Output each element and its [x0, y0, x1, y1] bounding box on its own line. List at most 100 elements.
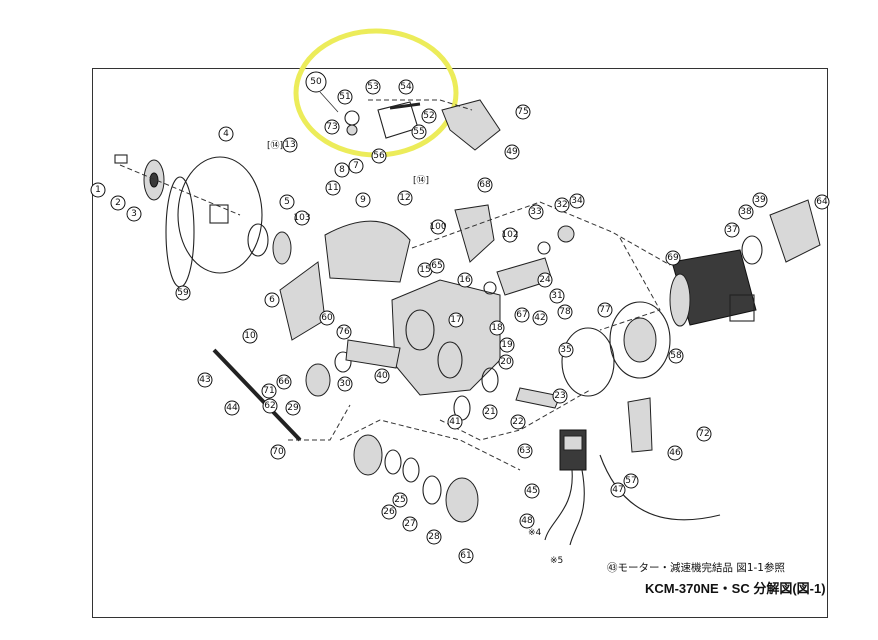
callout-25-label: 25	[394, 495, 405, 505]
gear-24	[353, 434, 383, 476]
callout-21-ring	[482, 404, 498, 420]
callout-31-label: 31	[551, 291, 562, 301]
callout-35-label: 35	[560, 345, 571, 355]
sub-note-2: ※5	[550, 556, 563, 566]
callout-20-ring	[498, 354, 514, 370]
callout-9-ring	[355, 192, 371, 208]
callout-102-label: 102	[501, 230, 518, 240]
callout-41-ring	[447, 414, 463, 430]
callout-100-label: 100	[429, 222, 446, 232]
callout-32-label: 32	[556, 200, 567, 210]
housing-bore-2	[437, 341, 463, 379]
callout-70-ring	[270, 444, 286, 460]
callout-4-ring	[218, 126, 234, 142]
callout-66-label: 66	[278, 377, 290, 387]
callout-43-ring	[197, 372, 213, 388]
callout-27-ring	[402, 516, 418, 532]
bolt-1	[114, 154, 128, 164]
callout-57-label: 57	[625, 476, 636, 486]
callout-3-ring	[126, 206, 142, 222]
cord-b	[569, 469, 585, 546]
callout-7-ring	[348, 158, 364, 174]
callout-52-label: 52	[423, 111, 434, 121]
callout-37-label: 37	[726, 225, 737, 235]
bracket-49	[441, 99, 501, 151]
callout-54-ring	[398, 79, 414, 95]
washer-26	[402, 457, 420, 483]
callout-103-label: 103	[293, 213, 310, 223]
bearing-37	[537, 241, 551, 255]
callout-57-ring	[623, 473, 639, 489]
callout-34-ring	[569, 193, 585, 209]
callout-63-label: 63	[519, 446, 530, 456]
callout-73-label: 73	[326, 122, 337, 132]
callout-32-ring	[554, 197, 570, 213]
arm-10	[279, 261, 326, 341]
housing-bore	[405, 309, 435, 351]
callout-62-label: 62	[264, 401, 275, 411]
callout-30-ring	[337, 376, 353, 392]
callout-30-label: 30	[339, 379, 351, 389]
callout-39-ring	[752, 192, 768, 208]
callout-24-label: 24	[539, 275, 551, 285]
callout-12-ring	[397, 190, 413, 206]
callout-64-ring	[814, 194, 830, 210]
bracket-68	[454, 204, 495, 263]
callout-75-ring	[515, 104, 531, 120]
callout-6-label: 6	[269, 295, 275, 305]
callout-15-label: 15	[419, 265, 430, 275]
blade-cover	[324, 220, 411, 283]
callout-10-ring	[242, 328, 258, 344]
callout-49-label: 49	[506, 147, 518, 157]
flange-hub	[149, 172, 159, 188]
callout-56-ring	[371, 148, 387, 164]
callout-17-label: 17	[450, 315, 461, 325]
callout-51-ring	[337, 89, 353, 105]
callout-22-label: 22	[512, 417, 523, 427]
bracket-label-2: [⑭]	[413, 175, 429, 186]
bracket-label-1: [⑭]	[267, 140, 283, 151]
callout-23-ring	[552, 388, 568, 404]
callout-24-ring	[537, 272, 553, 288]
washer-25	[384, 449, 402, 475]
drawing-note: ㊸モーター・減速機完結品 図1-1参照	[607, 561, 785, 574]
callout-71-ring	[261, 383, 277, 399]
dash-line-axis	[119, 164, 241, 216]
callout-6-ring	[264, 292, 280, 308]
disc-29	[305, 363, 331, 397]
callout-44-ring	[224, 400, 240, 416]
callout-59-ring	[175, 285, 191, 301]
callout-100-ring	[430, 219, 446, 235]
callout-46-label: 46	[669, 448, 681, 458]
ring-27	[422, 475, 442, 505]
callout-2-label: 2	[115, 198, 121, 208]
callout-21-label: 21	[484, 407, 495, 417]
main-housing	[391, 279, 501, 396]
callout-65-label: 65	[431, 261, 442, 271]
callout-76-label: 76	[338, 327, 350, 337]
cord-c	[599, 454, 721, 521]
shaft-22	[515, 387, 561, 409]
callout-77-ring	[597, 302, 613, 318]
callout-39-label: 39	[754, 195, 766, 205]
callout-50-leader	[319, 91, 339, 113]
callout-13-ring	[282, 137, 298, 153]
callout-63-ring	[517, 443, 533, 459]
callout-5-ring	[279, 194, 295, 210]
callout-58-label: 58	[670, 351, 682, 361]
callout-61-ring	[458, 548, 474, 564]
callout-53-ring	[365, 79, 381, 95]
callout-22-ring	[510, 414, 526, 430]
pin-54	[389, 102, 421, 110]
callout-68-ring	[477, 177, 493, 193]
end-cover-inner	[623, 317, 657, 363]
callout-60-label: 60	[321, 313, 333, 323]
callout-38-ring	[738, 204, 754, 220]
callout-3-label: 3	[131, 209, 137, 219]
callout-37-ring	[724, 222, 740, 238]
callout-19-label: 19	[501, 340, 513, 350]
callout-4-label: 4	[223, 129, 229, 139]
callout-11-label: 11	[327, 183, 338, 193]
callout-45-ring	[524, 483, 540, 499]
